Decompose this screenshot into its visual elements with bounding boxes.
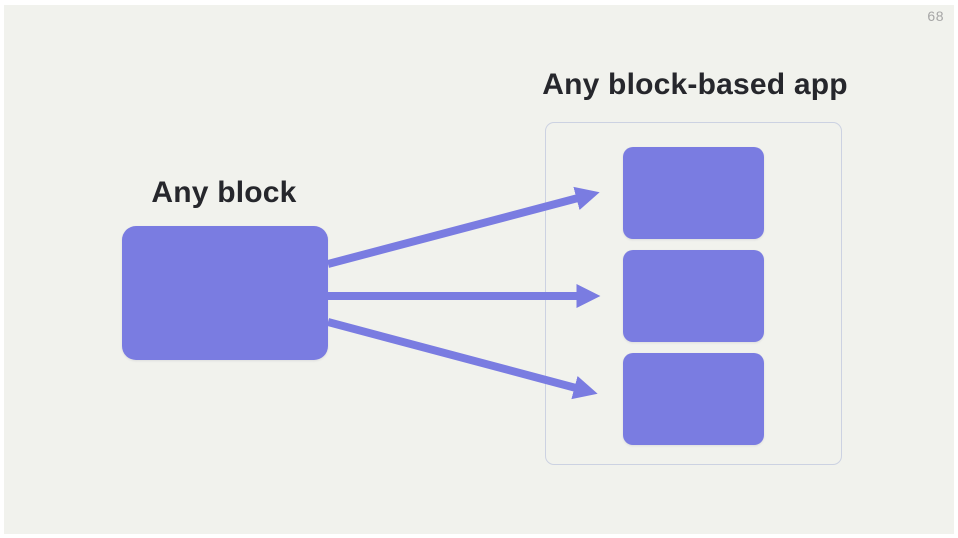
page-number: 68 xyxy=(927,8,944,24)
source-block xyxy=(122,226,328,360)
app-block-3 xyxy=(623,353,764,445)
app-block-1 xyxy=(623,147,764,239)
app-title: Any block-based app xyxy=(542,68,848,101)
source-block-label: Any block xyxy=(151,176,297,209)
app-container xyxy=(545,122,842,465)
app-block-2 xyxy=(623,250,764,342)
